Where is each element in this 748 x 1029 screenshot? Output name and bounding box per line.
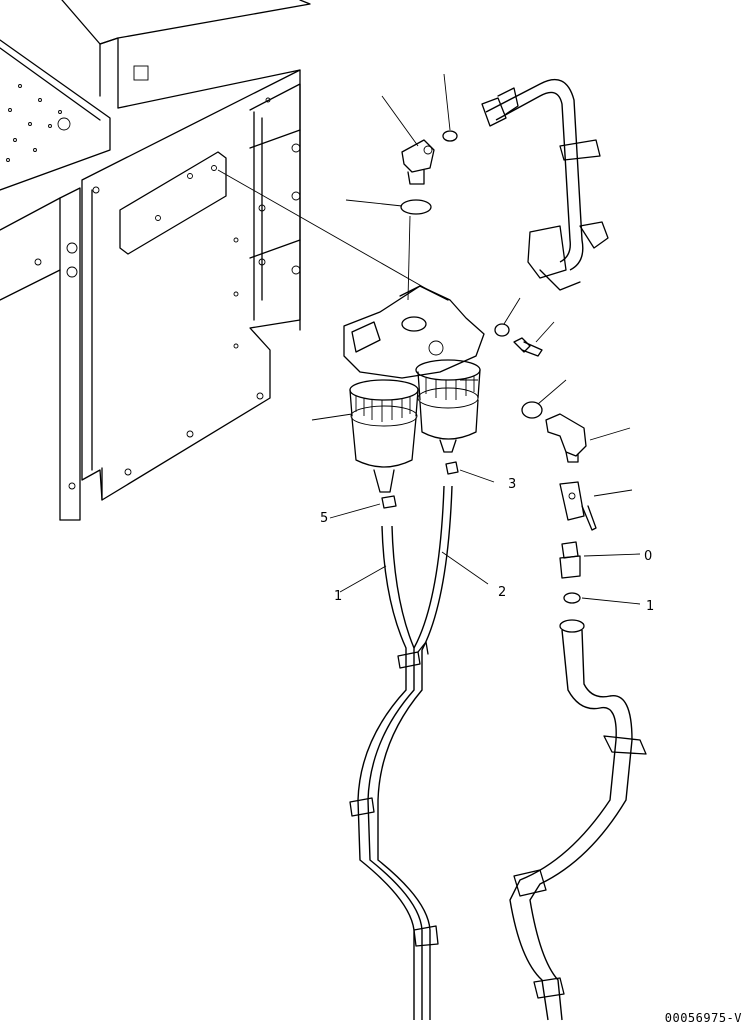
callout-4: 5 — [320, 511, 328, 526]
fuel-hose-left — [349, 485, 453, 1020]
elbow-fitting-upper — [401, 139, 435, 185]
callout-1: 1 — [334, 589, 342, 604]
elbow-fitting-right — [545, 413, 587, 463]
twin-fuel-filter — [343, 285, 485, 493]
fitting-small-left — [381, 495, 397, 509]
fuel-tube-upper — [481, 78, 609, 291]
chassis-frame — [0, 0, 311, 521]
leader-lines — [217, 73, 641, 605]
o-ring-lower — [563, 592, 581, 604]
o-ring-right — [521, 401, 543, 419]
drawing-id: 00056975-V — [664, 1011, 742, 1025]
callout-6: 0 — [644, 549, 652, 564]
callout-numbers: 1 2 3 5 1 0 — [320, 477, 654, 614]
bolt — [513, 337, 543, 357]
o-ring-upper-small — [442, 130, 458, 142]
check-valve — [559, 481, 597, 531]
callout-3: 3 — [508, 477, 516, 492]
washer — [494, 323, 510, 337]
adapter-nipple — [559, 541, 581, 579]
o-ring-upper — [400, 199, 432, 215]
fitting-small-right — [445, 461, 459, 475]
callout-2: 2 — [498, 585, 506, 600]
callout-5: 1 — [646, 599, 654, 614]
fuel-hose-right — [509, 619, 647, 1021]
